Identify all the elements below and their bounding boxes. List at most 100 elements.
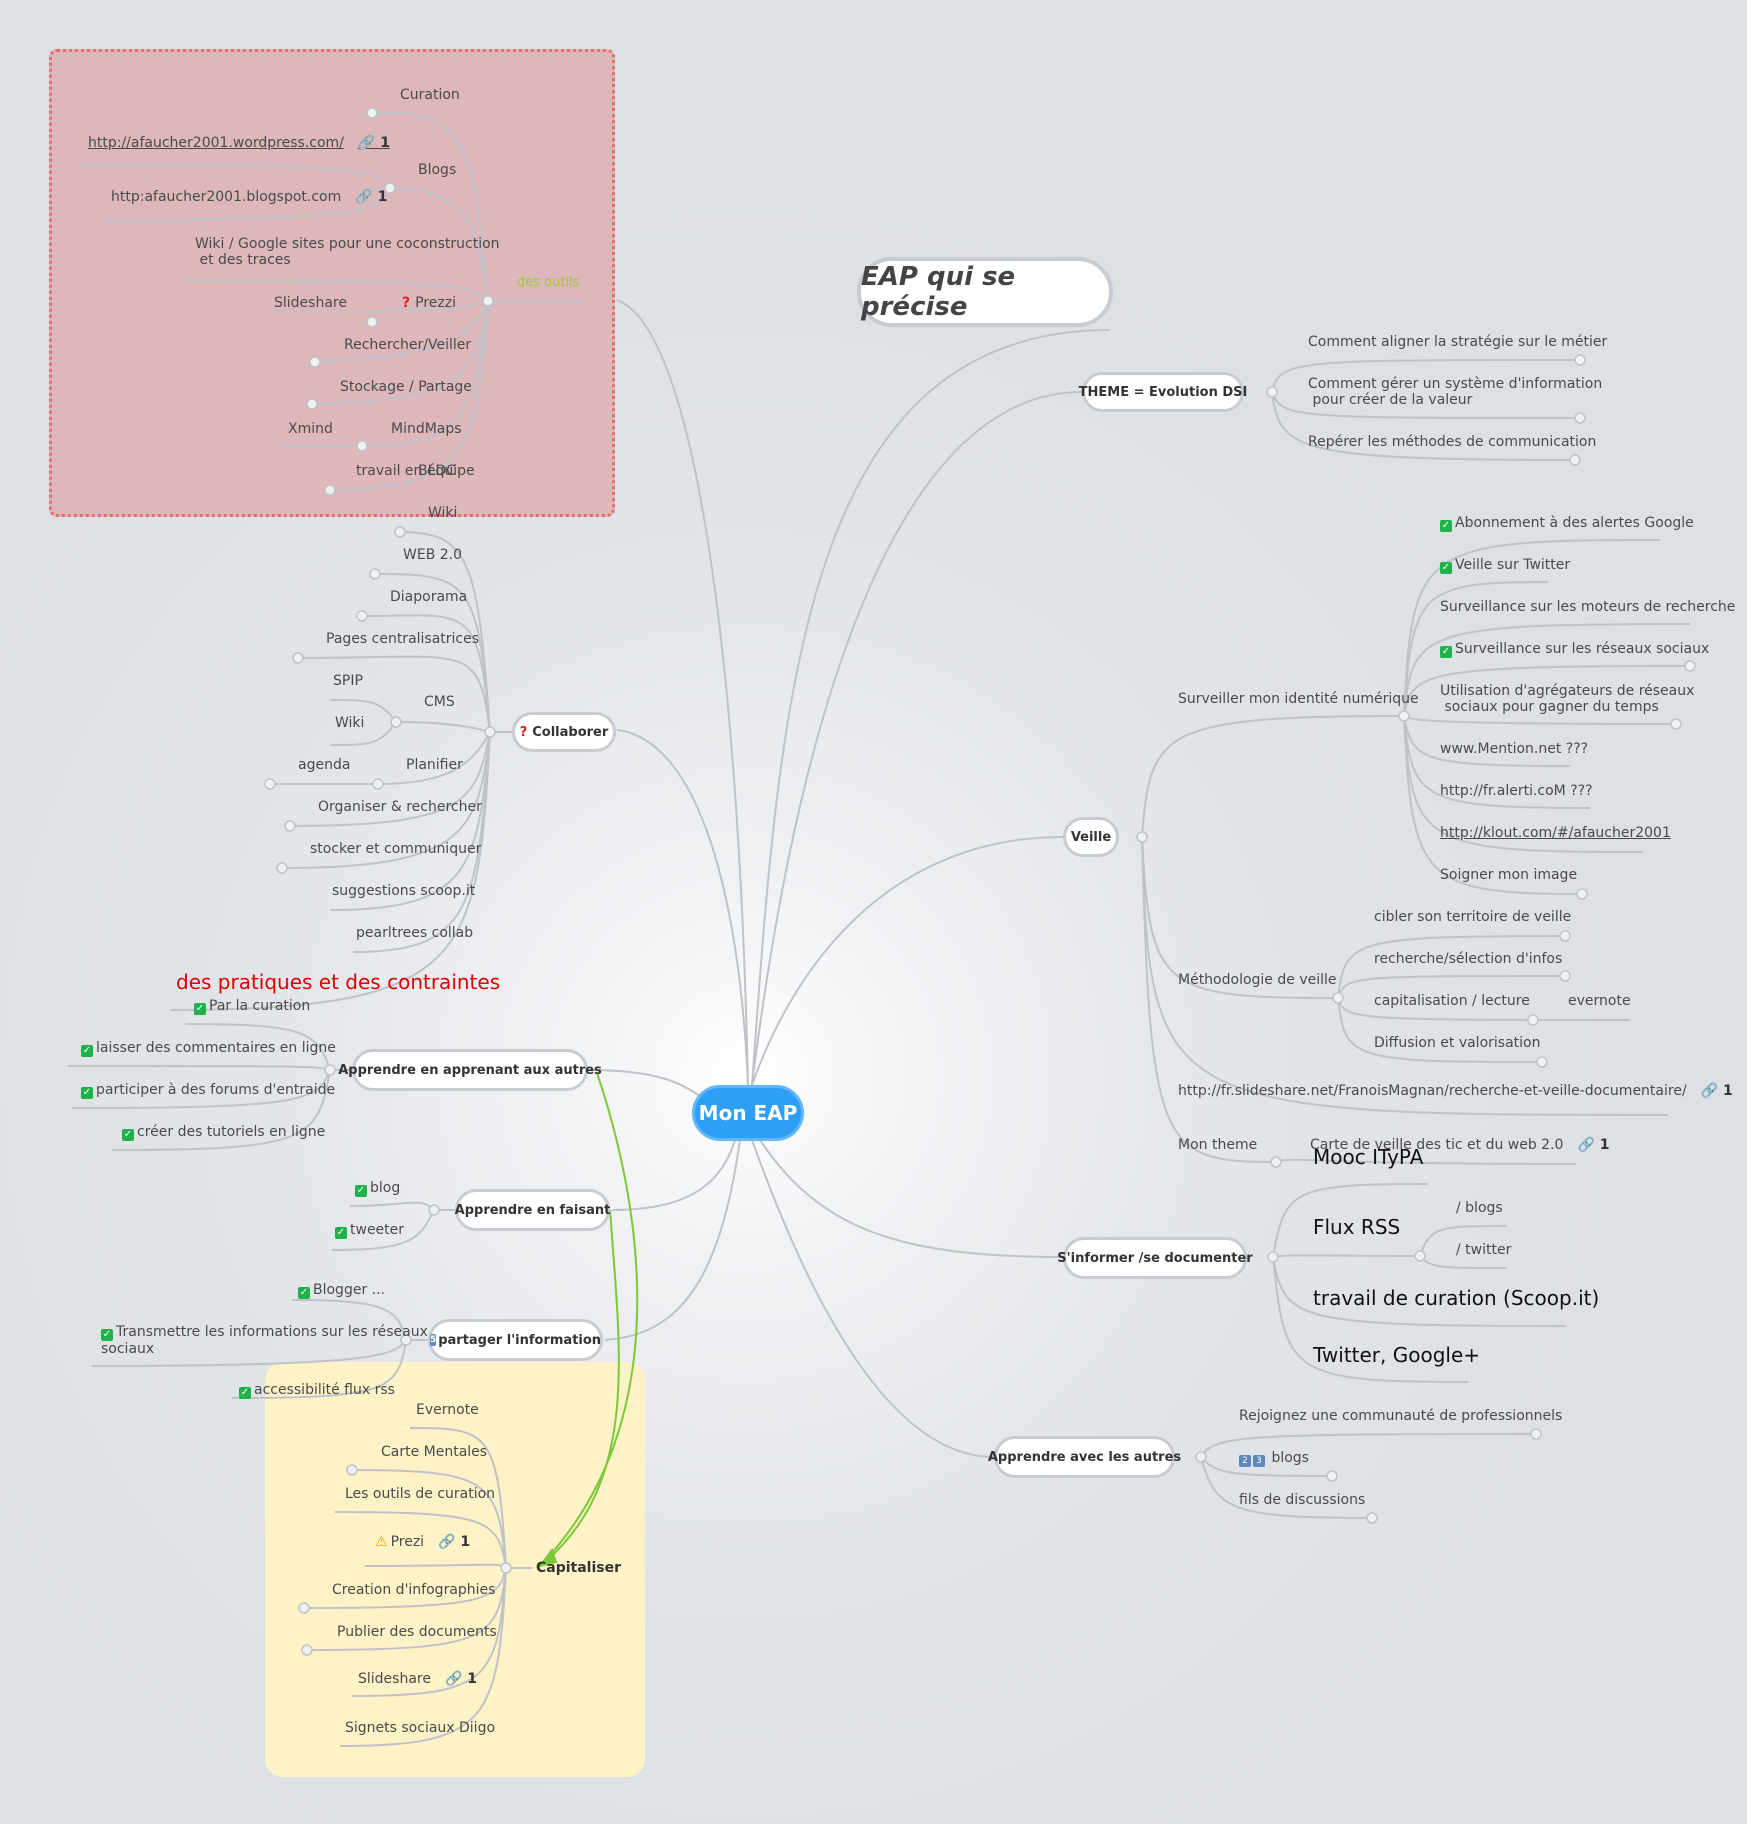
topic-collaborer[interactable]: ?Collaborer [512,712,616,752]
methodo-item[interactable]: capitalisation / lecture [1374,993,1530,1009]
floating-topic[interactable]: EAP qui se précise [857,257,1113,327]
topic-bldc[interactable]: BLDC [418,463,456,479]
veille-methodo[interactable]: Méthodologie de veille [1178,972,1337,988]
topic-prezzi[interactable]: ?Prezzi [402,295,456,311]
slideshare-link[interactable]: http://fr.slideshare.net/FranoisMagnan/r… [1178,1083,1687,1099]
collab-item[interactable]: Wiki [428,505,458,521]
collab-item[interactable]: Diaporama [390,589,468,605]
identite-item[interactable]: Surveillance sur les moteurs de recherch… [1440,599,1736,615]
blog-url-1[interactable]: http://afaucher2001.wordpress.com/ [88,135,344,151]
apprenant-item[interactable]: ✓créer des tutoriels en ligne [122,1124,326,1141]
topic-capitaliser[interactable]: Capitaliser [536,1560,622,1576]
informer-item[interactable]: Mooc ITyPA [1313,1145,1424,1169]
identite-item[interactable]: ✓Abonnement à des alertes Google [1440,515,1694,532]
link-icon[interactable]: 🔗 1 [357,135,390,151]
apprenant-item[interactable]: ✓participer à des forums d'entraide [81,1082,336,1099]
identite-item[interactable]: Utilisation d'agrégateurs de réseaux soc… [1440,683,1695,715]
capitaliser-item[interactable]: Publier des documents [337,1624,497,1640]
collab-item[interactable]: WEB 2.0 [403,547,463,563]
link-icon[interactable]: 🔗 1 [1700,1083,1733,1099]
faisant-item[interactable]: ✓tweeter [335,1222,405,1239]
identite-item[interactable]: ✓Surveillance sur les réseaux sociaux [1440,641,1710,658]
branch-informer [759,1139,1064,1258]
theme-item[interactable]: Repérer les méthodes de communication [1308,434,1597,450]
topic-curation[interactable]: Curation [400,87,460,103]
methodo-item[interactable]: recherche/sélection d'infos [1374,951,1563,967]
klout-link[interactable]: http://klout.com/#/afaucher2001 [1440,825,1671,841]
identite-item[interactable]: www.Mention.net ??? [1440,741,1589,757]
theme-item[interactable]: Comment aligner la stratégie sur le méti… [1308,334,1608,350]
partager-item[interactable]: ✓accessibilité flux rss [239,1382,395,1399]
identite-item[interactable]: http://fr.alerti.coM ??? [1440,783,1593,799]
collab-item[interactable]: Organiser & rechercher [318,799,482,815]
collab-item[interactable]: Pages centralisatrices [326,631,480,647]
collab-item[interactable]: suggestions scoop.it [332,883,476,899]
topic-apprendre-apprenant[interactable]: Apprendre en apprenant aux autres [338,1049,602,1091]
blog-link-blogspot[interactable]: http:afaucher2001.blogspot.com 🔗 1 [111,189,387,205]
topic-stockage[interactable]: Stockage / Partage [340,379,472,395]
methodo-item[interactable]: Diffusion et valorisation [1374,1035,1541,1051]
topic-rechercher[interactable]: Rechercher/Veiller [344,337,472,353]
avec-item[interactable]: Rejoignez une communauté de professionne… [1239,1408,1563,1424]
capitaliser-item[interactable]: ⚠Prezi🔗 1 [375,1534,471,1550]
topic-theme[interactable]: THEME = Evolution DSI [1079,372,1247,412]
link-icon[interactable]: 🔗 1 [355,189,388,205]
veille-mon-theme[interactable]: Mon theme [1178,1137,1258,1153]
topic-informer[interactable]: S'informer /se documenter [1057,1237,1253,1279]
link-icon[interactable]: 🔗 1 [1577,1137,1610,1153]
link-icon[interactable]: 🔗 1 [438,1534,471,1550]
collab-item[interactable]: CMS [424,694,455,710]
informer-item[interactable]: / blogs [1456,1200,1503,1216]
veille-surveiller[interactable]: Surveiller mon identité numérique [1178,691,1419,707]
informer-item[interactable]: Flux RSS [1313,1215,1401,1239]
pratiques-label[interactable]: des pratiques et des contraintes [176,970,501,994]
topic-mindmaps[interactable]: MindMaps [391,421,462,437]
capitaliser-item[interactable]: Carte Mentales [381,1444,488,1460]
partager-item[interactable]: ✓Transmettre les informations sur les ré… [101,1324,428,1357]
capitaliser-item[interactable]: Signets sociaux Diigo [345,1720,496,1736]
alerti-link[interactable]: http://fr.alerti.coM [1440,783,1566,799]
topic-apprendre-faisant[interactable]: Apprendre en faisant [455,1189,610,1231]
topic-avec-autres[interactable]: Apprendre avec les autres [988,1436,1181,1478]
identite-item[interactable]: Soigner mon image [1440,867,1578,883]
faisant-item[interactable]: ✓blog [355,1180,401,1197]
informer-item[interactable]: Twitter, Google+ [1313,1343,1481,1367]
informer-item[interactable]: travail de curation (Scoop.it) [1313,1286,1600,1310]
informer-item[interactable]: / twitter [1456,1242,1512,1258]
capitaliser-item[interactable]: Evernote [416,1402,479,1418]
collab-item[interactable]: Wiki [335,715,365,731]
topic-travail-equipe[interactable]: travail en équipe [356,463,475,479]
capitaliser-item[interactable]: Slideshare🔗 1 [358,1671,478,1687]
topic-xmind[interactable]: Xmind [288,421,333,437]
collab-item[interactable]: stocker et communiquer [310,841,482,857]
topic-slideshare[interactable]: Slideshare [274,295,347,311]
avec-item[interactable]: fils de discussions [1239,1492,1366,1508]
theme-item[interactable]: Comment gérer un système d'information p… [1308,376,1603,408]
veille-slideshare[interactable]: http://fr.slideshare.net/FranoisMagnan/r… [1178,1083,1733,1099]
identite-item[interactable]: ✓Veille sur Twitter [1440,557,1571,574]
blog-url-2[interactable]: http:afaucher2001.blogspot.com [111,189,342,205]
branch-collaborer [616,729,749,1086]
partager-item[interactable]: ✓Blogger ... [298,1282,386,1299]
collab-item[interactable]: Planifier [406,757,463,773]
veille-carte[interactable]: Carte de veille des tic et du web 2.0🔗 1 [1310,1137,1610,1153]
collab-item[interactable]: agenda [298,757,351,773]
outils-label[interactable]: des outils [517,275,580,290]
topic-blogs[interactable]: Blogs [418,162,457,178]
topic-wiki-google[interactable]: Wiki / Google sites pour une coconstruct… [195,236,500,268]
methodo-item[interactable]: cibler son territoire de veille [1374,909,1572,925]
capitaliser-item[interactable]: Creation d'infographies [332,1582,496,1598]
link-icon[interactable]: 🔗 1 [444,1671,478,1687]
capitaliser-item[interactable]: Les outils de curation [345,1486,496,1502]
blog-link-wordpress[interactable]: http://afaucher2001.wordpress.com/ 🔗 1 [88,135,390,151]
topic-veille[interactable]: Veille [1063,817,1119,857]
collab-item[interactable]: pearltrees collab [356,925,474,941]
methodo-item[interactable]: evernote [1568,993,1631,1009]
apprenant-item[interactable]: ✓laisser des commentaires en ligne [81,1040,336,1057]
central-topic[interactable]: Mon EAP [692,1085,804,1141]
mention-link[interactable]: www.Mention.net [1440,741,1562,757]
apprenant-item[interactable]: ✓Par la curation [194,998,311,1015]
collab-item[interactable]: SPIP [333,673,363,689]
